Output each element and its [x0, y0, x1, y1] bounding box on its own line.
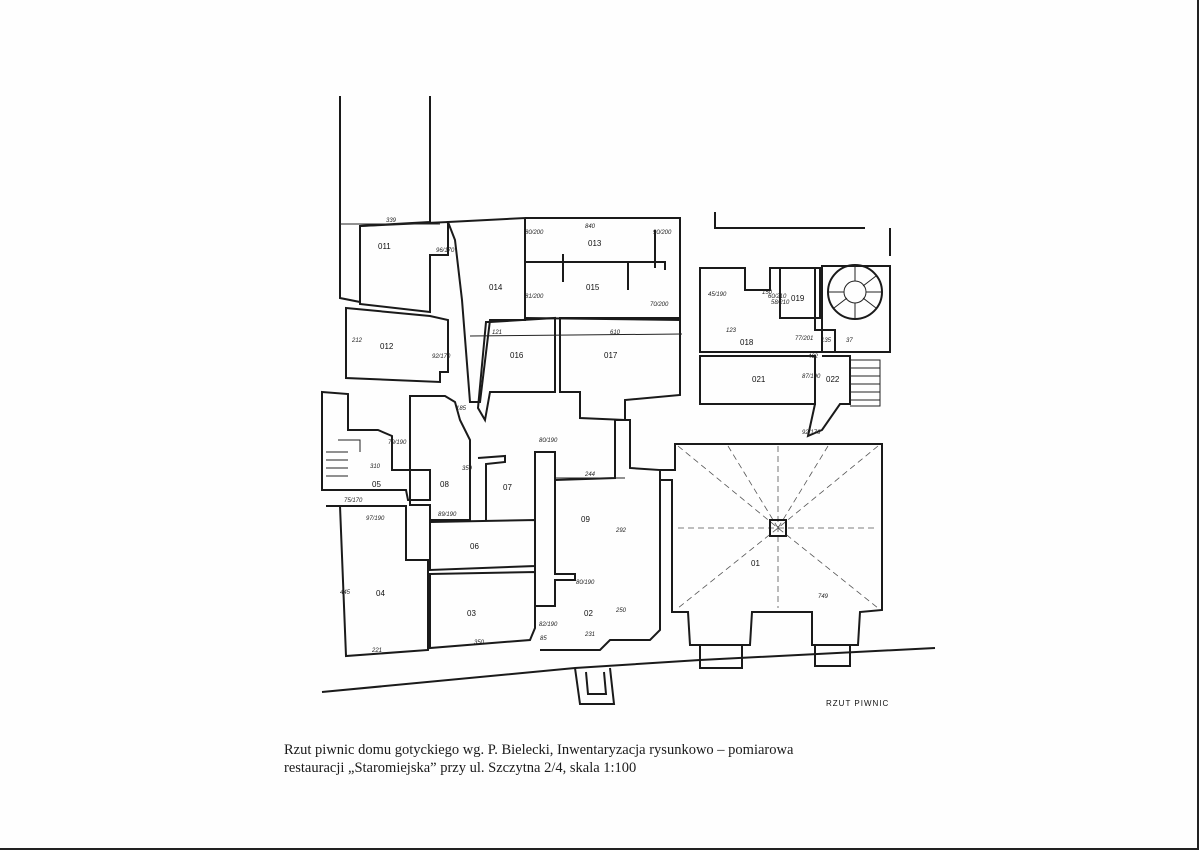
- south-buttress-steps: [699, 645, 851, 669]
- dim-123: 123: [726, 328, 737, 334]
- room-09-pillar: [534, 451, 576, 607]
- room-label-013: 013: [588, 239, 602, 248]
- dim-310: 310: [370, 464, 381, 470]
- room-label-01: 01: [751, 559, 760, 568]
- dim-402: 402: [808, 354, 819, 360]
- dim-244: 244: [584, 472, 596, 478]
- dim-840: 840: [585, 224, 596, 230]
- room-label-05: 05: [372, 480, 381, 489]
- room-08-walls: [409, 395, 471, 521]
- dim-89-190: 89/190: [438, 512, 457, 518]
- room-label-014: 014: [489, 283, 503, 292]
- figure-caption: Rzut piwnic domu gotyckiego wg. P. Biele…: [284, 741, 924, 777]
- dim-150: 150: [762, 290, 773, 296]
- dim-121: 121: [492, 330, 502, 336]
- dim-80-200: 80/200: [525, 230, 544, 236]
- dim-37: 37: [846, 338, 853, 344]
- dim-81-200: 81/200: [525, 294, 544, 300]
- room-label-06: 06: [470, 542, 479, 551]
- dim-221: 221: [371, 648, 382, 654]
- room-03-walls: [429, 570, 536, 650]
- dim-359: 359: [462, 466, 473, 472]
- room-012-walls: [345, 306, 449, 384]
- room-label-016: 016: [510, 351, 524, 360]
- room-022-walls: [806, 355, 851, 438]
- dim-line-610: [469, 333, 683, 337]
- dim-92-176: 92/176: [802, 430, 821, 436]
- stair-treads: [326, 439, 361, 477]
- room-label-07: 07: [503, 483, 512, 492]
- east-boundary-line: [714, 212, 891, 256]
- dim-45-190: 45/190: [708, 292, 727, 298]
- dim-70-200: 70/200: [650, 302, 669, 308]
- central-column: [769, 519, 787, 537]
- caption-line-2: restauracji „Staromiejska” przy ul. Szcz…: [284, 760, 637, 776]
- dim-85: 85: [540, 636, 547, 642]
- dim-350: 350: [474, 640, 485, 646]
- dim-339: 339: [386, 218, 397, 224]
- room-01-walls: [660, 443, 883, 646]
- dim-82-190: 82/190: [539, 622, 558, 628]
- plan-title: RZUT PIWNIC: [826, 699, 889, 708]
- dim-212: 212: [351, 338, 363, 344]
- room-label-04: 04: [376, 589, 385, 598]
- dim-92-170: 92/170: [432, 354, 451, 360]
- dim-185: 185: [456, 406, 467, 412]
- room-label-018: 018: [740, 338, 754, 347]
- room-label-03: 03: [467, 609, 476, 618]
- vault-ribs: [677, 445, 879, 609]
- room-label-015: 015: [586, 283, 600, 292]
- room-07-walls: [477, 454, 506, 520]
- dim-231: 231: [584, 632, 595, 638]
- dim-749: 749: [818, 594, 829, 600]
- room-014-walls: [446, 216, 526, 403]
- entrance-steps: [574, 667, 616, 705]
- room-label-019: 019: [791, 294, 805, 303]
- dim-135: 135: [821, 338, 832, 344]
- dim-79-190: 79/190: [388, 440, 407, 446]
- room-label-011: 011: [378, 242, 391, 251]
- east-stairs: [850, 359, 881, 407]
- room-label-09: 09: [581, 515, 590, 524]
- dim-250: 250: [615, 608, 627, 614]
- dim-58-210: 58/210: [771, 300, 790, 306]
- dim-75-170: 75/170: [344, 498, 363, 504]
- dim-87-190: 87/190: [802, 374, 821, 380]
- street-line: [321, 647, 936, 693]
- room-04-walls: [326, 505, 429, 658]
- dim-610: 610: [610, 330, 621, 336]
- dim-96-170: 96/170: [436, 248, 455, 254]
- room-label-017: 017: [604, 351, 618, 360]
- dim-445: 445: [340, 590, 351, 596]
- spiral-stair-steps: [828, 265, 882, 319]
- room-label-022: 022: [826, 375, 840, 384]
- spiral-stair-well: [821, 265, 891, 353]
- room-019-walls: [779, 267, 821, 319]
- room-013-partitions: [525, 230, 666, 290]
- dim-80-190-b: 80/190: [576, 580, 595, 586]
- room-label-012: 012: [380, 342, 394, 351]
- room-label-02: 02: [584, 609, 593, 618]
- dim-80-190-a: 80/190: [539, 438, 558, 444]
- dim-292: 292: [615, 528, 627, 534]
- room-label-021: 021: [752, 375, 766, 384]
- room-label-08: 08: [440, 480, 449, 489]
- dim-60-210: 60/210: [768, 294, 787, 300]
- dim-97-190: 97/190: [366, 516, 385, 522]
- dim-77-201: 77/201: [795, 336, 813, 342]
- caption-line-1: Rzut piwnic domu gotyckiego wg. P. Biele…: [284, 742, 794, 758]
- dim-90-200: 90/200: [653, 230, 672, 236]
